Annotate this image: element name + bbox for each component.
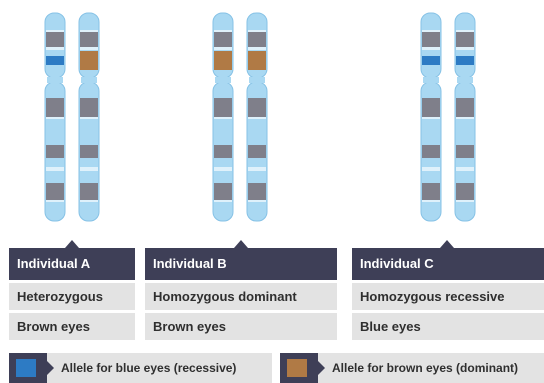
- blue-allele-band: [456, 56, 474, 65]
- chromosome-pairs-diagram: [0, 0, 544, 230]
- chromosome-band: [46, 183, 64, 200]
- chromosome-band: [46, 98, 64, 117]
- legend-swatch-frame: [280, 353, 318, 383]
- brown-allele-band: [214, 51, 232, 70]
- chromosome-band: [422, 145, 440, 158]
- chromosome-light-band: [214, 167, 232, 171]
- chromosome-light-band: [456, 167, 474, 171]
- chromosome-light-band: [214, 47, 232, 50]
- chromosome-light-band: [80, 167, 98, 171]
- chromosome-band: [422, 98, 440, 117]
- pointer-notch: [65, 240, 79, 248]
- chromosome-pair: [45, 13, 99, 221]
- chromosome-pair: [421, 13, 475, 221]
- card-header: Individual A: [9, 248, 135, 280]
- chromosome-light-band: [46, 47, 64, 50]
- legend-item-blue-allele: Allele for blue eyes (recessive): [9, 353, 272, 383]
- blue-allele-swatch: [16, 359, 36, 377]
- chromosome-band: [456, 32, 474, 47]
- card-individual-b: Individual B Homozygous dominant Brown e…: [145, 248, 337, 340]
- individual-name: Individual B: [153, 256, 227, 271]
- chromosome-band: [80, 145, 98, 158]
- legend-label: Allele for brown eyes (dominant): [332, 361, 518, 375]
- chromosome-band: [422, 32, 440, 47]
- chromosome-pair: [213, 13, 267, 221]
- centromere: [423, 77, 439, 83]
- centromere: [457, 77, 473, 83]
- chromosome-band: [46, 145, 64, 158]
- brown-allele-swatch: [287, 359, 307, 377]
- centromere: [47, 77, 63, 83]
- chromosome-band: [80, 98, 98, 117]
- legend-label-pill: Allele for brown eyes (dominant): [318, 353, 544, 383]
- centromere: [215, 77, 231, 83]
- chromosome-band: [456, 183, 474, 200]
- chromosome-band: [214, 32, 232, 47]
- chromosome-light-band: [80, 47, 98, 50]
- phenotype-label: Brown eyes: [145, 313, 337, 340]
- zygosity-label: Heterozygous: [9, 283, 135, 310]
- chromosome-band: [80, 32, 98, 47]
- legend-label-pill: Allele for blue eyes (recessive): [47, 353, 272, 383]
- centromere: [81, 77, 97, 83]
- chromosome-band: [46, 32, 64, 47]
- phenotype-label: Blue eyes: [352, 313, 544, 340]
- chromosome-band: [422, 183, 440, 200]
- pointer-notch: [440, 240, 454, 248]
- centromere: [249, 77, 265, 83]
- chromosome-band: [248, 145, 266, 158]
- zygosity-label: Homozygous recessive: [352, 283, 544, 310]
- chromosome-band: [456, 145, 474, 158]
- card-header: Individual B: [145, 248, 337, 280]
- blue-allele-band: [46, 56, 64, 65]
- blue-allele-band: [422, 56, 440, 65]
- chromosome-light-band: [422, 47, 440, 50]
- legend-notch: [318, 361, 325, 375]
- brown-allele-band: [80, 51, 98, 70]
- chromosome-band: [80, 183, 98, 200]
- brown-allele-band: [248, 51, 266, 70]
- chromosome-band: [214, 98, 232, 117]
- chromosome-light-band: [248, 47, 266, 50]
- card-individual-a: Individual A Heterozygous Brown eyes: [9, 248, 135, 340]
- chromosome-light-band: [456, 47, 474, 50]
- individual-name: Individual A: [17, 256, 90, 271]
- phenotype-label: Brown eyes: [9, 313, 135, 340]
- legend-label: Allele for blue eyes (recessive): [61, 361, 236, 375]
- chromosome-band: [214, 183, 232, 200]
- card-header: Individual C: [352, 248, 544, 280]
- legend-notch: [47, 361, 54, 375]
- legend-item-brown-allele: Allele for brown eyes (dominant): [280, 353, 544, 383]
- pointer-notch: [234, 240, 248, 248]
- chromosome-band: [214, 145, 232, 158]
- chromosome-band: [456, 98, 474, 117]
- chromosome-band: [248, 98, 266, 117]
- chromosome-light-band: [248, 167, 266, 171]
- chromosome-band: [248, 32, 266, 47]
- chromosome-light-band: [422, 167, 440, 171]
- legend-swatch-frame: [9, 353, 47, 383]
- zygosity-label: Homozygous dominant: [145, 283, 337, 310]
- individual-name: Individual C: [360, 256, 434, 271]
- card-individual-c: Individual C Homozygous recessive Blue e…: [352, 248, 544, 340]
- chromosome-light-band: [46, 167, 64, 171]
- chromosome-band: [248, 183, 266, 200]
